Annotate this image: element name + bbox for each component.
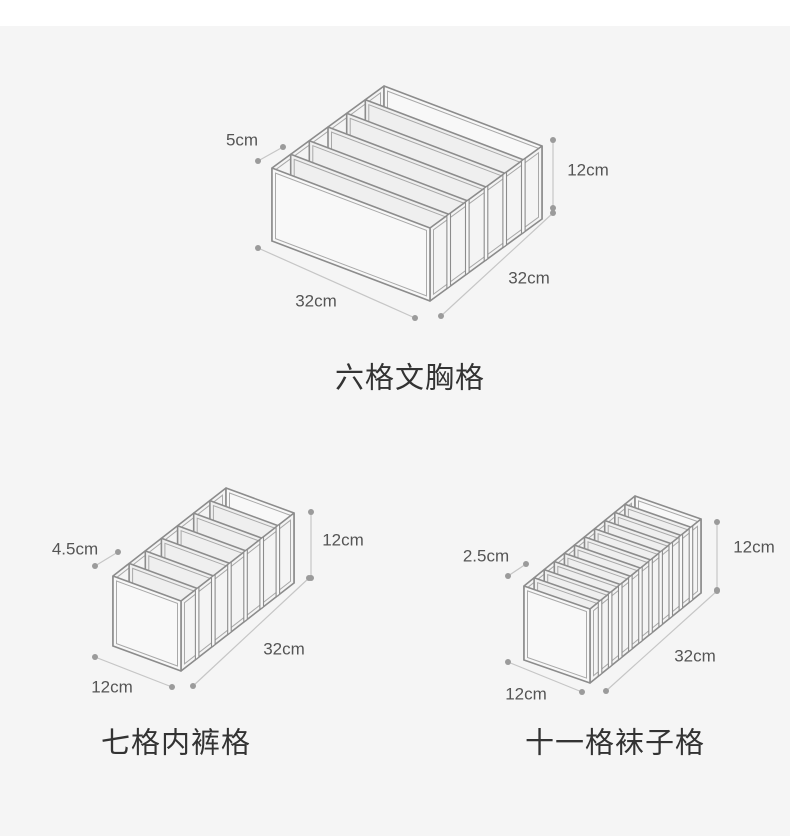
sock-box-depth-label: 32cm (674, 646, 716, 666)
length-dimension (507, 661, 583, 693)
divider-edge (658, 549, 663, 629)
divider-edge (638, 565, 643, 645)
height-dimension-start-dot (714, 519, 720, 525)
divider-edge (446, 211, 452, 290)
divider-edge (648, 557, 653, 637)
depth-dimension-start-dot (438, 313, 444, 319)
divider-edge (194, 585, 200, 661)
bra-box-height-label: 12cm (567, 160, 609, 180)
compartment-width-dimension (94, 551, 119, 567)
bra-box-length-label: 32cm (295, 291, 337, 311)
divider-edge (243, 548, 248, 624)
underwear-box-length-label: 12cm (91, 677, 133, 697)
divider-edge (678, 532, 684, 612)
depth-dimension (440, 212, 554, 317)
divider-edge (502, 170, 508, 249)
underwear-box-compartment-width-label: 4.5cm (51, 539, 99, 559)
sock-organizer-title: 十一格袜子格 (524, 725, 706, 760)
sock-box-height-label: 12cm (733, 537, 775, 557)
divider-edge (628, 573, 633, 653)
divider-edge (668, 540, 674, 621)
divider-edge (275, 523, 281, 599)
compartment-width-dimension-start-dot (505, 573, 511, 579)
sock-organizer-drawing (505, 495, 720, 695)
length-dimension-start-dot (255, 245, 261, 251)
underwear-organizer-title: 七格内裤格 (100, 725, 252, 760)
front-panel (523, 585, 591, 684)
divider-edge (607, 590, 613, 670)
height-dimension-end-dot (550, 205, 556, 211)
compartment-width-dimension-end-dot (280, 144, 286, 150)
front-panel-inner-edge (527, 590, 587, 679)
divider-edge (483, 184, 489, 263)
divider-edge (227, 560, 232, 636)
length-dimension-end-dot (579, 689, 585, 695)
divider-edge (259, 535, 265, 611)
compartment-width-dimension-end-dot (115, 549, 121, 555)
compartment-width-dimension (507, 563, 527, 577)
bra-box-depth-label: 32cm (508, 268, 550, 288)
right-side-panel-inner-edge (184, 519, 291, 665)
front-panel-inner-edge (116, 580, 178, 667)
height-dimension-start-dot (550, 137, 556, 143)
compartment-width-dimension (257, 146, 284, 162)
length-dimension-end-dot (412, 315, 418, 321)
length-dimension (94, 656, 173, 688)
depth-dimension-start-dot (190, 683, 196, 689)
bra-box-compartment-width-label: 5cm (225, 130, 259, 150)
divider-edge (464, 198, 470, 277)
underwear-organizer-drawing (92, 487, 314, 690)
sock-box-length-label: 12cm (505, 684, 547, 704)
depth-dimension-start-dot (603, 688, 609, 694)
front-panel (112, 575, 182, 672)
compartment-width-dimension-start-dot (92, 563, 98, 569)
depth-dimension (605, 590, 718, 692)
depth-dimension-end-dot (306, 575, 312, 581)
divider-edge (688, 524, 694, 604)
top-band (0, 0, 790, 26)
sock-box-compartment-width-label: 2.5cm (462, 546, 510, 566)
front-panel (271, 167, 431, 302)
divider-edge (617, 581, 623, 662)
length-dimension-start-dot (92, 654, 98, 660)
length-dimension-start-dot (505, 659, 511, 665)
depth-dimension-end-dot (550, 210, 556, 216)
divider-edge (597, 598, 603, 678)
divider-edge (210, 573, 216, 649)
bra-organizer-title: 六格文胸格 (334, 360, 486, 395)
front-panel-inner-edge (275, 172, 427, 297)
compartment-width-dimension-end-dot (523, 561, 529, 567)
length-dimension-end-dot (169, 684, 175, 690)
compartment-width-dimension-start-dot (255, 158, 261, 164)
depth-dimension (192, 577, 310, 687)
underwear-box-depth-label: 32cm (263, 639, 305, 659)
height-dimension-start-dot (308, 509, 314, 515)
depth-dimension-end-dot (714, 588, 720, 594)
bra-organizer-drawing (255, 85, 556, 321)
length-dimension (257, 247, 416, 319)
underwear-box-height-label: 12cm (322, 530, 364, 550)
divider-edge (520, 157, 526, 236)
